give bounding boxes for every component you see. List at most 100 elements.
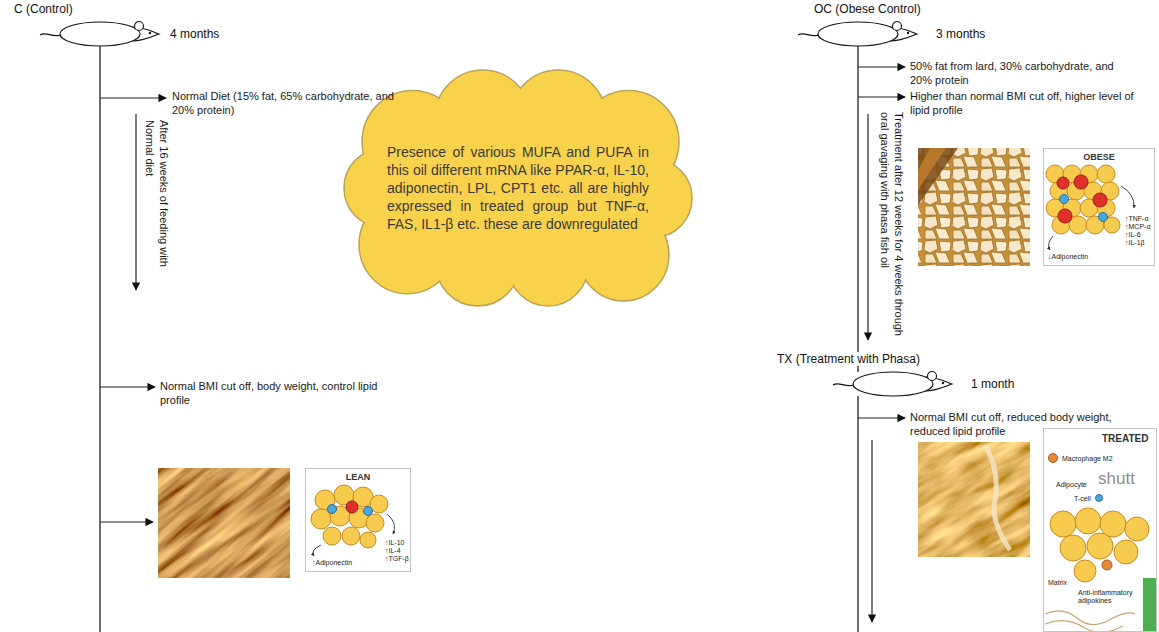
mouse-outline <box>818 22 898 46</box>
adipocyte <box>1075 508 1101 534</box>
mouse-tail <box>833 384 854 386</box>
step-arrow <box>858 66 905 67</box>
adipocyte <box>1114 540 1138 564</box>
adipocyte <box>323 527 341 545</box>
cell-label: Adipocyte <box>1056 481 1096 489</box>
diet-note: Normal Diet (15% fat, 65% carbohydrate, … <box>172 90 394 118</box>
adipocyte <box>1087 533 1113 559</box>
tissue-texture <box>918 442 1030 557</box>
timeline-line <box>857 396 858 632</box>
t-cell <box>1060 195 1069 204</box>
macrophage <box>1058 209 1072 223</box>
secretion-arrow <box>1121 186 1134 208</box>
mouse-outline <box>60 22 140 46</box>
lean-illustration <box>311 485 395 556</box>
adipocyte <box>342 527 360 545</box>
duration-arrow <box>135 114 136 290</box>
outcome-note: Normal BMI cut off, reduced body weight,… <box>910 411 1142 439</box>
group-label: OC (Obese Control) <box>812 2 923 16</box>
tissue-streak <box>985 445 1010 550</box>
mouse-node: C (Control)4 months <box>60 22 140 46</box>
macrophage <box>1102 560 1112 570</box>
secretion-arrow <box>387 514 395 534</box>
diet-note: 50% fat from lard, 30% carbohydrate, and… <box>910 60 1128 88</box>
mouse-node: OC (Obese Control)3 months <box>818 22 898 46</box>
t-cell <box>328 505 337 514</box>
secretion-arrow <box>1049 236 1053 250</box>
outcome-note: Higher than normal BMI cut off, higher l… <box>910 90 1148 118</box>
timeline-connector <box>857 46 858 372</box>
step-arrow <box>100 97 166 98</box>
mouse-ear <box>928 372 937 381</box>
lean-panel: LEAN ↑Adiponectin↑IL-10 ↑IL-4 ↑TGF-β <box>305 468 411 572</box>
duration-note: After 16 weeks of feeding with Normal di… <box>143 120 171 305</box>
tissue-texture <box>158 468 290 578</box>
adipocyte <box>366 514 384 532</box>
macrophage <box>1074 175 1088 189</box>
mouse-ear <box>893 22 902 31</box>
cell-label: Matrix <box>1048 579 1078 587</box>
histology-image <box>158 468 290 578</box>
adipocyte <box>1097 165 1115 183</box>
mouse-node: TX (Treatment with Phasa)1 month <box>853 372 933 396</box>
mouse-tail <box>798 34 819 36</box>
mouse-outline <box>853 372 933 396</box>
cloud-callout: Presence of various MUFA and PUFA in thi… <box>342 70 694 306</box>
step-arrow <box>100 521 153 522</box>
adipocyte <box>1060 535 1086 561</box>
mouse-body <box>818 22 898 46</box>
treatment-note: Treatment after 12 weeks for 4 weeks thr… <box>878 112 906 344</box>
panel-title: TREATED <box>1102 433 1148 444</box>
mouse-ear <box>135 22 144 31</box>
obese-illustration <box>1046 165 1134 250</box>
age-label: 1 month <box>971 377 1014 391</box>
tissue-texture <box>918 148 1030 266</box>
matrix-fibre <box>1045 621 1123 632</box>
adipocyte <box>1074 560 1096 582</box>
t-cell <box>1099 213 1108 222</box>
macrophage-icon <box>1049 454 1058 463</box>
adipocyte <box>1050 511 1076 537</box>
histology-image <box>918 148 1030 266</box>
marker-label: ↑IL-10 ↑IL-4 ↑TGF-β <box>385 539 410 563</box>
histology-image <box>918 442 1030 557</box>
step-arrow <box>100 386 155 387</box>
marker-label: ↓Adiponectin <box>1048 253 1118 261</box>
age-label: 4 months <box>170 27 219 41</box>
group-label: C (Control) <box>12 2 75 16</box>
treated-panel: TREATED Macrophage M2 AdipocyteT-cellMatri… <box>1043 428 1157 632</box>
cell-label: T-cell <box>1074 495 1098 503</box>
macrophage <box>1057 177 1069 189</box>
adipocyte <box>1125 517 1149 541</box>
cloud-fill <box>509 225 588 305</box>
age-label: 3 months <box>936 27 985 41</box>
cell-label: Anti-inflammatory adipokines <box>1078 589 1140 605</box>
secretion-arrow <box>313 545 321 556</box>
adipocyte <box>360 532 376 548</box>
duration-arrow <box>867 114 868 340</box>
mouse-body <box>60 22 140 46</box>
callout-text: Presence of various MUFA and PUFA in thi… <box>387 143 649 234</box>
tissue-band <box>918 148 946 190</box>
mouse-body <box>853 372 933 396</box>
macrophage <box>1093 193 1107 207</box>
obese-panel: OBESE ↓Adiponectin ↑TNF-α ↑MCP-α ↑IL-6 ↑IL… <box>1043 148 1155 266</box>
t-cell <box>1096 495 1103 502</box>
marker-label: ↑TNF-α ↑MCP-α ↑IL-6 ↑IL-1β <box>1125 215 1153 247</box>
step-arrow <box>858 96 905 97</box>
macrophage <box>346 501 358 513</box>
timeline-line <box>99 46 100 632</box>
outcome-note: Normal BMI cut off, body weight, control… <box>160 380 378 408</box>
group-label: TX (Treatment with Phasa) <box>775 352 922 366</box>
marker-label: ↑Adiponectin <box>312 559 382 567</box>
panel-title: OBESE <box>1044 152 1154 162</box>
mouse-eye <box>149 32 151 34</box>
panel-title: LEAN <box>306 472 410 482</box>
mouse-eye <box>907 32 909 34</box>
treated-illustration <box>1045 454 1156 632</box>
mouse-eye <box>942 382 944 384</box>
matrix-fibre <box>1045 611 1135 625</box>
cell-label: Macrophage M2 <box>1062 455 1124 463</box>
tissue-band <box>918 148 958 205</box>
